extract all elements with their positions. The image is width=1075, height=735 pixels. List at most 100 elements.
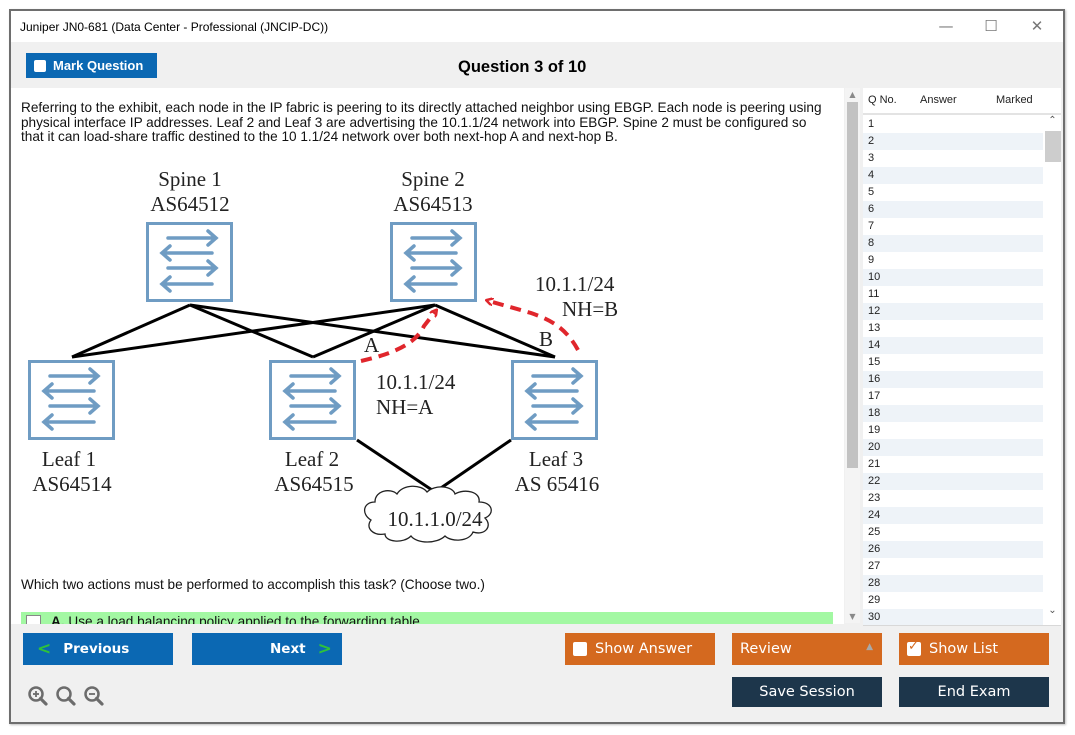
question-list-row[interactable]: 24 <box>863 507 1043 524</box>
question-list-row[interactable]: 28 <box>863 575 1043 592</box>
question-list-header: Q No. Answer Marked <box>863 88 1061 115</box>
question-list-row[interactable]: 23 <box>868 492 881 504</box>
mark-question-label: Mark Question <box>53 58 144 73</box>
next-hop-b-label: B <box>539 327 553 351</box>
answer-option-a[interactable]: A. Use a load balancing policy applied t… <box>21 612 833 624</box>
zoom-in-icon[interactable] <box>27 685 49 707</box>
show-list-button[interactable]: ✓ Show List <box>899 633 1049 665</box>
show-answer-button[interactable]: Show Answer <box>565 633 715 665</box>
question-text: Referring to the exhibit, each node in t… <box>21 100 822 144</box>
next-label: Next <box>270 641 306 657</box>
minimize-button[interactable]: — <box>938 17 954 35</box>
question-list-row[interactable]: 25 <box>868 526 881 538</box>
network-cloud-icon <box>364 485 492 543</box>
question-list-row[interactable]: 11 <box>868 288 880 300</box>
route-a-prefix: 10.1.1/24 <box>376 370 456 394</box>
end-exam-button[interactable]: End Exam <box>899 677 1049 707</box>
scroll-down-icon[interactable]: ▼ <box>849 612 856 621</box>
next-hop-a-label: A <box>364 333 380 357</box>
question-list-row[interactable]: 10 <box>863 269 1043 286</box>
question-list-row[interactable]: 5 <box>868 186 875 198</box>
list-scroll-up-icon[interactable]: ⌃ <box>1048 115 1057 126</box>
link-spine2-leaf1 <box>71 303 436 359</box>
review-label: Review <box>740 641 792 657</box>
previous-label: Previous <box>63 641 130 657</box>
spine2-switch-icon <box>389 221 478 303</box>
spine1-switch-icon <box>145 221 234 303</box>
option-a-checkbox[interactable] <box>26 615 41 624</box>
option-a-label: Use a load balancing policy applied to t… <box>68 614 424 624</box>
list-scroll-down-icon[interactable]: ⌄ <box>1048 605 1057 616</box>
zoom-out-icon[interactable] <box>83 685 105 707</box>
question-list-row[interactable]: 27 <box>868 560 881 572</box>
leaf1-name: Leaf 1 <box>42 447 96 471</box>
link-spine2-leaf3 <box>434 303 556 359</box>
route-a-nexthop: NH=A <box>376 395 434 419</box>
question-list-row[interactable]: 30 <box>863 609 1043 625</box>
end-exam-label: End Exam <box>937 684 1011 700</box>
question-list-row[interactable]: 18 <box>863 405 1043 422</box>
question-list-row[interactable]: 13 <box>868 322 881 334</box>
question-list-row[interactable]: 29 <box>868 594 881 606</box>
question-list-row[interactable]: 21 <box>868 458 881 470</box>
leaf3-switch-icon <box>510 359 599 441</box>
close-button[interactable]: ✕ <box>1030 17 1044 35</box>
review-dropdown[interactable]: Review ▲ <box>732 633 882 665</box>
previous-button[interactable]: < Previous <box>23 633 173 665</box>
checkmark-icon: ✓ <box>908 639 919 654</box>
question-list-row[interactable]: 26 <box>863 541 1043 558</box>
show-list-checkbox[interactable]: ✓ <box>907 639 921 656</box>
scroll-up-icon[interactable]: ▲ <box>849 90 856 99</box>
question-list-row[interactable]: 7 <box>868 220 875 232</box>
maximize-button[interactable]: ☐ <box>984 17 998 35</box>
network-label: 10.1.1.0/24 <box>387 507 483 531</box>
question-list-row[interactable]: 17 <box>868 390 881 402</box>
next-button[interactable]: Next > <box>192 633 342 665</box>
leaf1-switch-icon <box>27 359 116 441</box>
question-list-row[interactable]: 4 <box>863 167 1043 184</box>
spine1-as: AS64512 <box>150 192 229 216</box>
question-list-row[interactable]: 19 <box>868 424 881 436</box>
leaf1-as: AS64514 <box>32 472 112 496</box>
show-answer-checkbox[interactable] <box>573 642 587 656</box>
save-session-button[interactable]: Save Session <box>732 677 882 707</box>
list-scrollbar[interactable]: ⌃ ⌄ <box>1044 115 1061 625</box>
link-spine1-leaf1 <box>71 303 191 359</box>
col-qno[interactable]: Q No. <box>868 94 897 106</box>
question-list-row[interactable]: 22 <box>863 473 1043 490</box>
title-bar: Juniper JN0-681 (Data Center - Professio… <box>11 11 1063 42</box>
question-list-row[interactable]: 14 <box>863 337 1043 354</box>
leaf2-switch-icon <box>268 359 357 441</box>
content-scrollbar[interactable]: ▲ ▼ <box>845 88 860 623</box>
col-answer[interactable]: Answer <box>920 94 957 106</box>
content-scroll-thumb[interactable] <box>847 102 858 468</box>
list-scroll-thumb[interactable] <box>1045 131 1061 162</box>
leaf2-name: Leaf 2 <box>285 447 339 471</box>
network-exhibit: Spine 1 AS64512 Spine 2 AS64513 Leaf 1 A… <box>27 168 618 543</box>
question-prompt: Which two actions must be performed to a… <box>21 577 485 592</box>
question-list-row[interactable]: 3 <box>868 152 875 164</box>
question-list-row[interactable]: 16 <box>863 371 1043 388</box>
col-marked[interactable]: Marked <box>996 94 1033 106</box>
option-a-letter: A. <box>51 614 65 624</box>
link-leaf3-network <box>434 438 512 494</box>
leaf3-as: AS 65416 <box>515 472 600 496</box>
question-list-row[interactable]: 15 <box>868 356 881 368</box>
question-list-row[interactable]: 1 <box>868 118 875 130</box>
mark-question-checkbox[interactable] <box>34 59 46 72</box>
question-content: Referring to the exhibit, each node in t… <box>11 88 844 624</box>
question-list-row[interactable]: 12 <box>863 303 1043 320</box>
route-b-arrow <box>489 301 580 351</box>
caret-up-icon: ▲ <box>866 642 873 652</box>
mark-question-button[interactable]: Mark Question <box>26 53 157 78</box>
zoom-reset-icon[interactable] <box>55 685 77 707</box>
save-session-label: Save Session <box>759 684 855 700</box>
question-list-row[interactable]: 8 <box>863 235 1043 252</box>
leaf2-as: AS64515 <box>274 472 353 496</box>
question-list-row[interactable]: 9 <box>868 254 875 266</box>
show-list-label: Show List <box>929 641 999 657</box>
question-list-row[interactable]: 2 <box>863 133 1043 150</box>
question-list-row[interactable]: 6 <box>863 201 1043 218</box>
question-list-row[interactable]: 20 <box>863 439 1043 456</box>
